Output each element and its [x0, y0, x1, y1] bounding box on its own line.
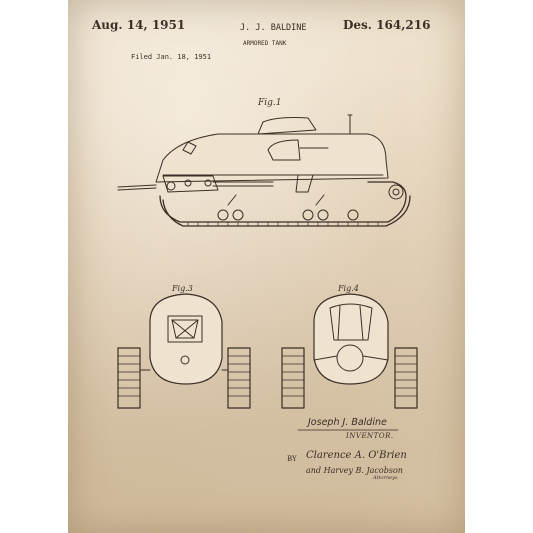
patent-title: ARMORED TANK — [243, 40, 287, 47]
fig1-label: Fig.1 — [258, 98, 282, 108]
fig4-tank-rear-view — [281, 293, 418, 409]
attorney-signature-1: Clarence A. O'Brien — [306, 450, 407, 461]
inventor-label: INVENTOR. — [346, 432, 394, 440]
patent-drawings — [117, 114, 418, 431]
patent-date: Aug. 14, 1951 — [92, 18, 186, 32]
design-number: Des. 164,216 — [343, 18, 431, 32]
fig3-label: Fig.3 — [172, 284, 193, 293]
filed-date: Filed Jan. 18, 1951 — [131, 53, 212, 61]
fig4-label: Fig.4 — [338, 284, 359, 293]
attorney-signature-2: and Harvey B. Jacobson — [306, 466, 403, 475]
fig1-tank-side-view — [117, 114, 411, 227]
fig3-tank-front-view — [117, 293, 251, 409]
attorneys-label: Attorneys — [373, 475, 398, 481]
inventor-signature: Joseph J. Baldine — [308, 417, 387, 428]
patent-poster: Aug. 14, 1951 J. J. BALDINE ARMORED TANK… — [68, 0, 465, 533]
patent-inventor-name: J. J. BALDINE — [240, 23, 307, 33]
by-label: BY — [287, 455, 297, 463]
